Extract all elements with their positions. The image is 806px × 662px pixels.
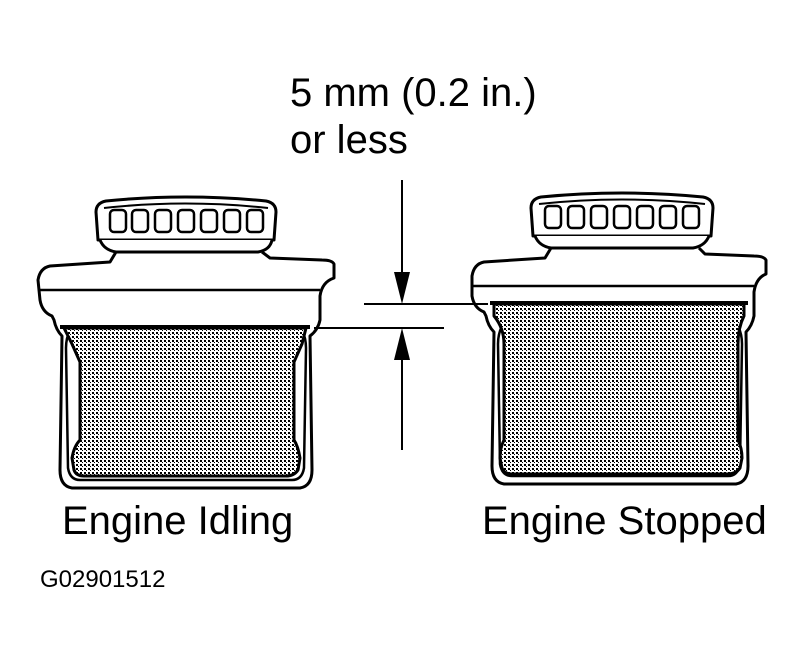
cap-idling (94, 195, 278, 254)
body-outer-stopped (470, 246, 768, 486)
spec-line-2: or less (290, 118, 408, 162)
figure-id: G02901512 (40, 566, 166, 593)
body-outer-idling (36, 250, 336, 490)
spec-line-1: 5 mm (0.2 in.) (290, 71, 537, 115)
dimension-indicator (314, 180, 488, 450)
arrow-up-icon (394, 328, 410, 360)
arrow-down-icon (394, 272, 410, 304)
cap-stopped (529, 191, 715, 250)
reservoir-stopped (470, 191, 768, 486)
label-engine-idling: Engine Idling (62, 499, 294, 543)
reservoir-idling (36, 195, 336, 490)
fluid-stopped (492, 302, 746, 476)
label-engine-stopped: Engine Stopped (482, 499, 767, 543)
fluid-idling (62, 326, 308, 478)
